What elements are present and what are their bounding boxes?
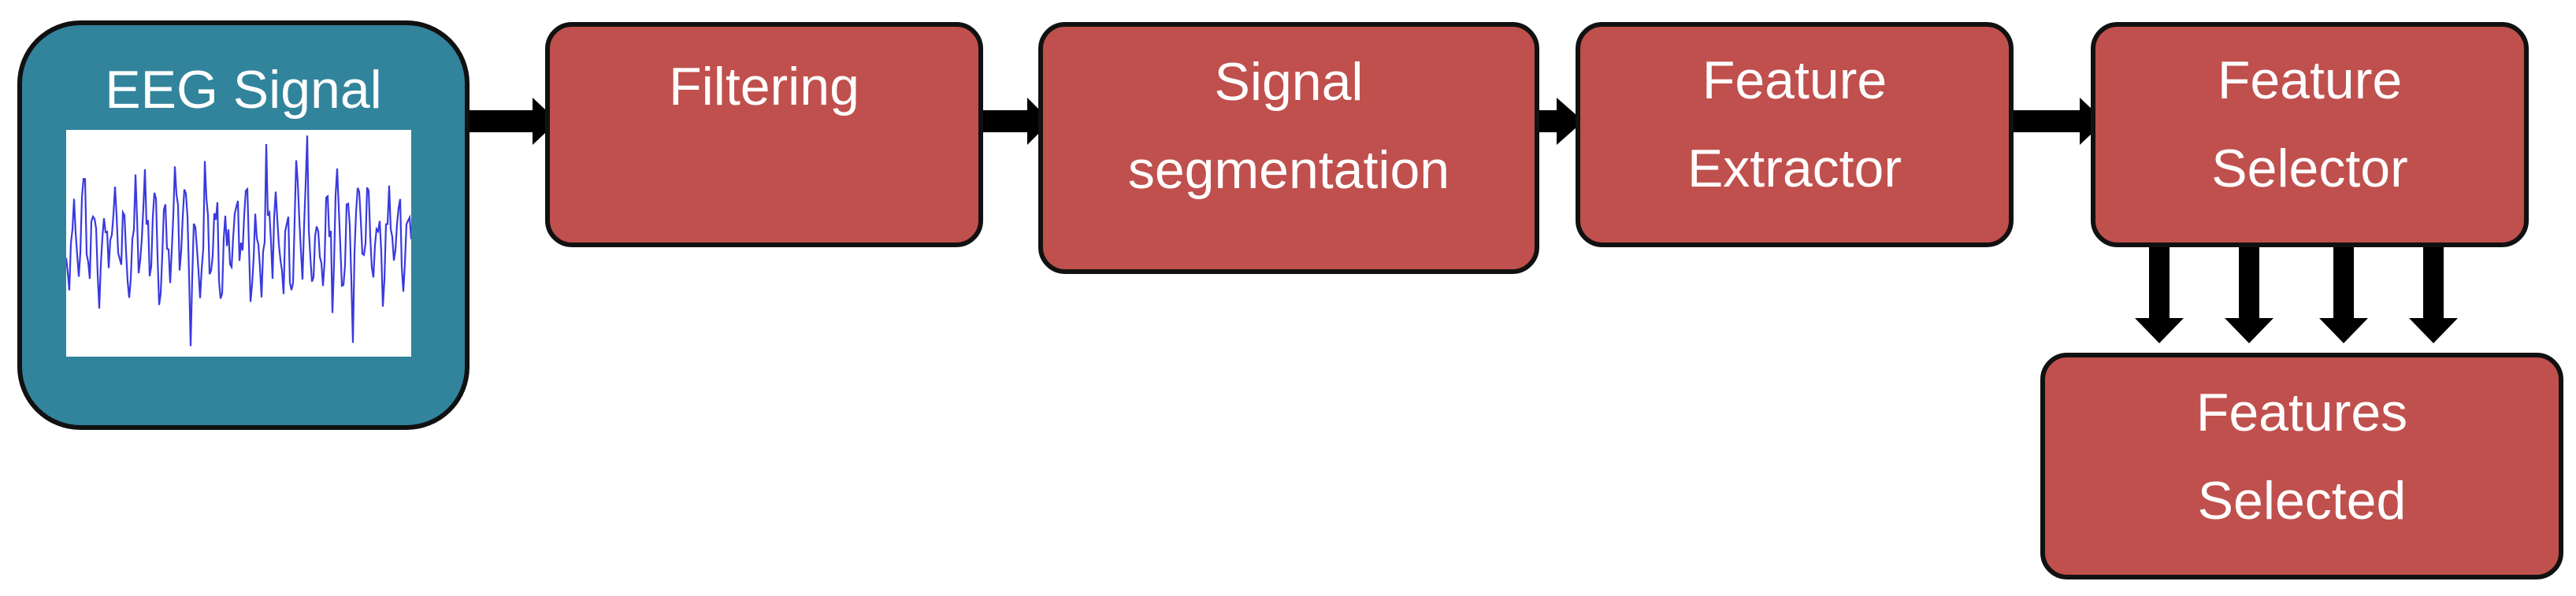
features-selected-line2: Selected	[2197, 471, 2407, 531]
filtering-label: Filtering	[669, 57, 859, 117]
arrow-eeg-to-filtering	[462, 98, 558, 145]
features-selected-line1: Features	[2196, 383, 2408, 442]
feature-selector-box: Feature Selector	[2091, 22, 2529, 247]
eeg-signal-title: EEG Signal	[105, 60, 382, 120]
feature-extractor-box: Feature Extractor	[1576, 22, 2014, 247]
features-selected-box: Features Selected	[2040, 353, 2563, 579]
arrow-selector-to-selected-3	[2319, 239, 2368, 343]
signal-segmentation-box: Signal segmentation	[1038, 22, 1539, 274]
arrow-selector-to-selected-4	[2409, 239, 2458, 343]
arrow-selector-to-selected-1	[2135, 239, 2184, 343]
signal-segmentation-line2: segmentation	[1127, 140, 1450, 200]
feature-selector-line1: Feature	[2217, 50, 2403, 110]
signal-segmentation-line1: Signal	[1214, 52, 1364, 112]
feature-selector-line2: Selector	[2211, 139, 2408, 198]
arrow-selector-to-selected-2	[2225, 239, 2273, 343]
feature-extractor-line1: Feature	[1702, 50, 1887, 110]
eeg-waveform-plot	[66, 130, 411, 357]
eeg-waveform-line	[66, 135, 411, 346]
feature-extractor-line2: Extractor	[1687, 139, 1902, 198]
filtering-box: Filtering	[545, 22, 983, 247]
